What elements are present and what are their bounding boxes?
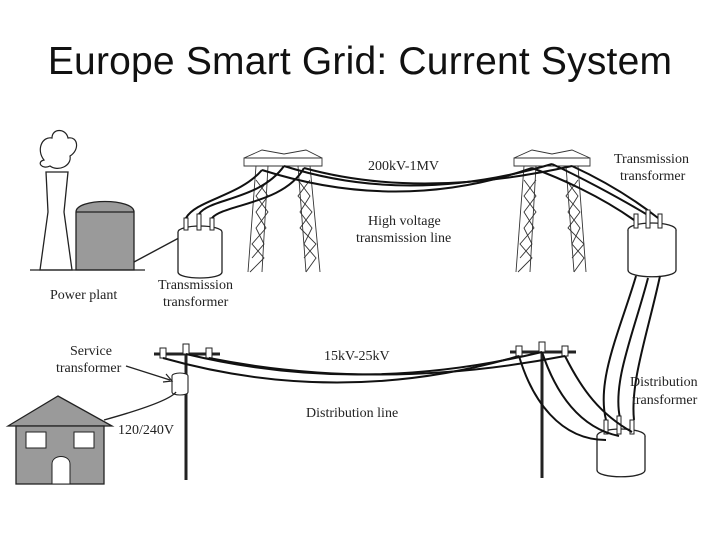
arrow-head-icon [162,373,174,383]
high-voltage-label-line2: transmission line [356,231,451,246]
distribution-transformer-label-line1: Distribution [630,375,698,390]
transmission-transformer-left-label-line2: transformer [163,295,229,310]
transmission-tower-right [513,149,591,273]
distribution-transformer-label-line2: transformer [632,393,698,408]
transmission-transformer-left-label-line1: Transmission [158,278,233,293]
feed-lines-down [602,275,661,421]
service-transformer [171,372,189,396]
transmission-transformer-right-label-line1: Transmission [614,152,689,167]
slide-title: Europe Smart Grid: Current System [47,40,673,83]
voltage-distribution-label: 15kV-25kV [324,349,390,364]
service-transformer-pointer [125,365,171,381]
transmission-transformer-right-label-line2: transformer [620,169,686,184]
house-window-right [73,431,95,449]
plant-building [75,200,135,271]
service-transformer-label-line2: transformer [56,361,122,376]
power-plant [30,129,145,271]
house-voltage-label: 120/240V [118,423,174,438]
cooling-tower [39,171,73,271]
high-voltage-label-line1: High voltage [368,214,441,229]
power-plant-label: Power plant [50,288,117,303]
transmission-transformer-right [627,209,677,278]
transmission-tower-left [243,149,323,273]
high-voltage-lines [185,163,659,221]
distribution-lines [162,351,633,441]
distribution-line-label: Distribution line [306,406,398,421]
house-door [51,456,71,485]
distribution-transformer [596,415,646,478]
house-window-left [25,431,47,449]
house [5,395,115,485]
service-drop-line [103,391,177,421]
smoke-icon [39,129,78,169]
service-transformer-label-line1: Service [70,344,112,359]
transmission-transformer-left [177,213,223,279]
distribution-pole-right [510,341,576,478]
voltage-high-label: 200kV-1MV [368,159,439,174]
